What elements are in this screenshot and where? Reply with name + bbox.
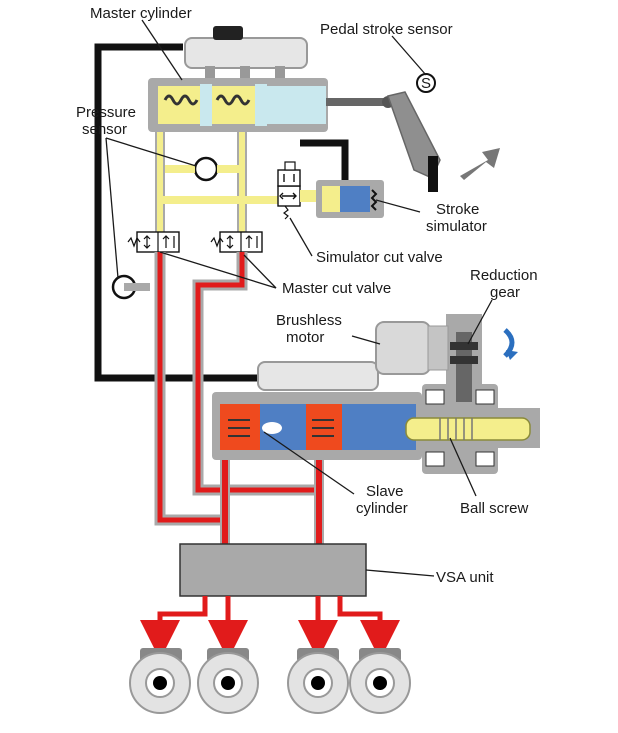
brushless-motor: [375, 321, 449, 375]
wheel-brake-4: [349, 648, 411, 714]
black-simulator-line: [300, 139, 349, 185]
master-cylinder: [148, 78, 394, 132]
master-reservoir: [184, 26, 308, 84]
label-master-cut-valve: Master cut valve: [282, 280, 391, 297]
label-brushless-motor-line2: motor: [286, 329, 324, 346]
stroke-simulator: [300, 180, 384, 218]
label-slave-cylinder-line1: Slave: [366, 483, 404, 500]
label-pressure-sensor-line2: sensor: [82, 121, 127, 138]
slave-reservoir: [257, 361, 379, 391]
simulator-cut-valve: [277, 161, 301, 220]
label-simulator-cut-valve: Simulator cut valve: [316, 249, 443, 266]
slave-fluid-lines: [124, 252, 324, 545]
label-vsa-unit: VSA unit: [436, 569, 494, 586]
label-reduction-gear-line2: gear: [490, 284, 520, 301]
wheel-brake-lines: [140, 596, 400, 660]
brake-pedal: [387, 73, 500, 192]
master-fluid-lines: [155, 132, 278, 252]
label-brushless-motor-line1: Brushless: [276, 312, 342, 329]
label-slave-cylinder-line2: cylinder: [356, 500, 408, 517]
master-cut-valve-left: [127, 231, 180, 253]
ball-screw-assembly: [405, 314, 540, 474]
wheel-brake-2: [197, 648, 259, 714]
leader-lines: [105, 19, 493, 577]
label-ball-screw: Ball screw: [460, 500, 529, 517]
black-return-line: [94, 43, 260, 382]
sensor-symbol: S: [421, 75, 431, 92]
pressure-sensor-upper: [193, 156, 219, 182]
label-pressure-sensor-line1: Pressure: [76, 104, 136, 121]
slave-cylinder: [212, 392, 422, 460]
wheel-brake-3: [287, 648, 349, 714]
master-cut-valve-right: [210, 231, 263, 253]
label-stroke-simulator-line1: Stroke: [436, 201, 479, 218]
label-stroke-simulator-line2: simulator: [426, 218, 487, 235]
label-reduction-gear-line1: Reduction: [470, 267, 538, 284]
wheel-brake-1: [129, 648, 191, 714]
label-pedal-stroke-sensor: Pedal stroke sensor: [320, 21, 453, 38]
label-master-cylinder: Master cylinder: [90, 5, 192, 22]
vsa-unit: [179, 543, 367, 597]
